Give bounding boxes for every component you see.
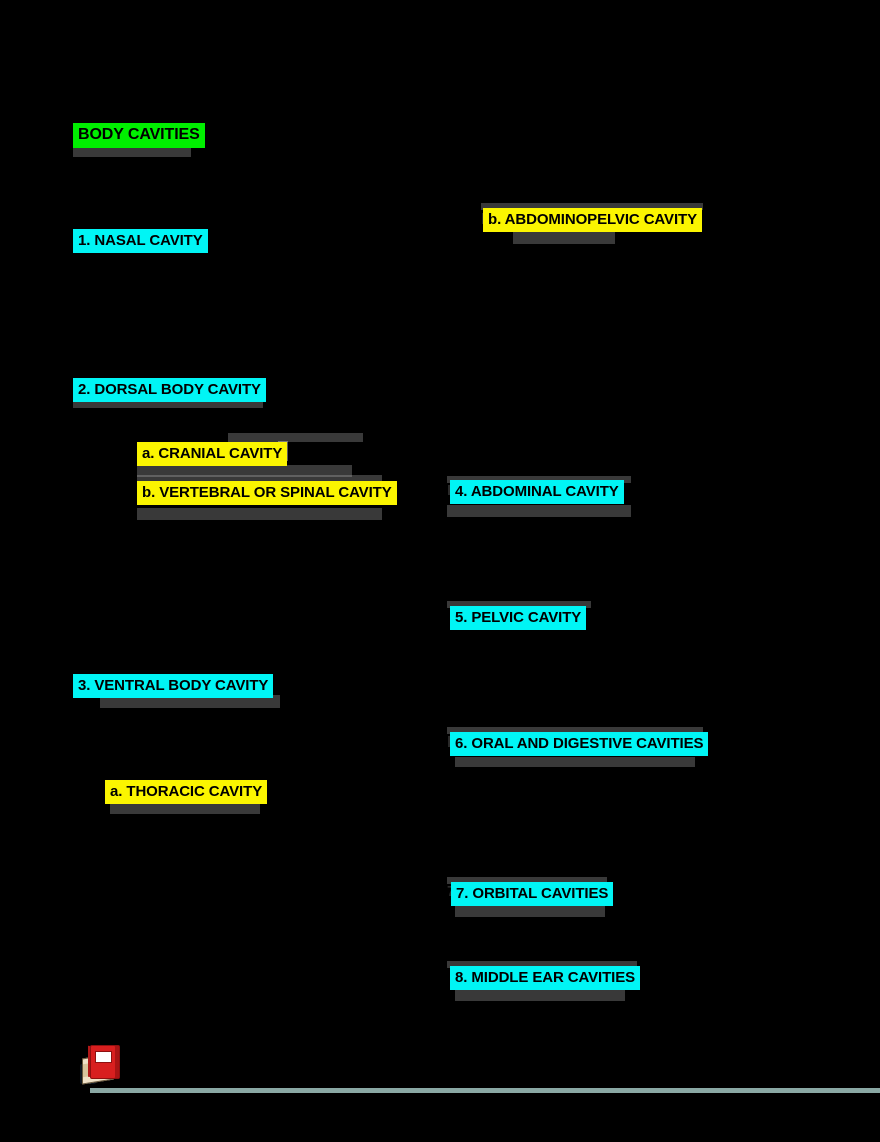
footer-divider xyxy=(90,1088,880,1093)
page-title: BODY CAVITIES xyxy=(73,123,205,148)
red-book-icon xyxy=(80,1042,126,1086)
heading-cranial-cavity: a. CRANIAL CAVITY xyxy=(137,442,288,466)
abdominal-ghost-block-top xyxy=(447,476,631,483)
oral-ghost-block-top xyxy=(447,727,703,734)
heading-dorsal-body-cavity: 2. DORSAL BODY CAVITY xyxy=(73,378,266,402)
orbital-ghost-block-top xyxy=(447,877,607,884)
abdominopelvic-ghost-block-bottom xyxy=(513,232,615,244)
heading-orbital-cavities: 7. ORBITAL CAVITIES xyxy=(451,882,614,906)
heading-thoracic-cavity: a. THORACIC CAVITY xyxy=(105,780,268,804)
heading-pelvic-cavity: 5. PELVIC CAVITY xyxy=(450,606,587,630)
heading-abdominopelvic-cavity: b. ABDOMINOPELVIC CAVITY xyxy=(483,208,702,232)
heading-nasal-cavity: 1. NASAL CAVITY xyxy=(73,229,208,253)
heading-middle-ear-cavities: 8. MIDDLE EAR CAVITIES xyxy=(450,966,641,990)
middle-ear-ghost-block-bottom xyxy=(455,990,625,1001)
abdominopelvic-ghost-block-top xyxy=(481,203,703,210)
vertebral-ghost-block-top xyxy=(137,475,382,485)
vertebral-ghost-block-bottom xyxy=(137,508,382,520)
pelvic-ghost-block xyxy=(447,601,591,608)
middle-ear-ghost-block-top xyxy=(447,961,637,968)
dorsal-body-text xyxy=(106,399,109,413)
orbital-ghost-block-bottom xyxy=(455,906,605,917)
oral-ghost-block-bottom xyxy=(455,757,695,767)
ventral-ghost-block xyxy=(100,695,280,708)
heading-vertebral-or-spinal-cavity: b. VERTEBRAL OR SPINAL CAVITY xyxy=(137,481,397,505)
heading-abdominal-cavity: 4. ABDOMINAL CAVITY xyxy=(450,480,624,504)
abdominal-ghost-block-bottom xyxy=(447,505,631,517)
cranial-ghost-block-top xyxy=(228,433,363,442)
heading-oral-and-digestive-cavities: 6. ORAL AND DIGESTIVE CAVITIES xyxy=(450,732,709,756)
nasal-body-text xyxy=(108,251,111,265)
thoracic-ghost-block xyxy=(110,803,260,814)
heading-ventral-body-cavity: 3. VENTRAL BODY CAVITY xyxy=(73,674,274,698)
cranial-ghost-block-bottom xyxy=(137,465,352,477)
